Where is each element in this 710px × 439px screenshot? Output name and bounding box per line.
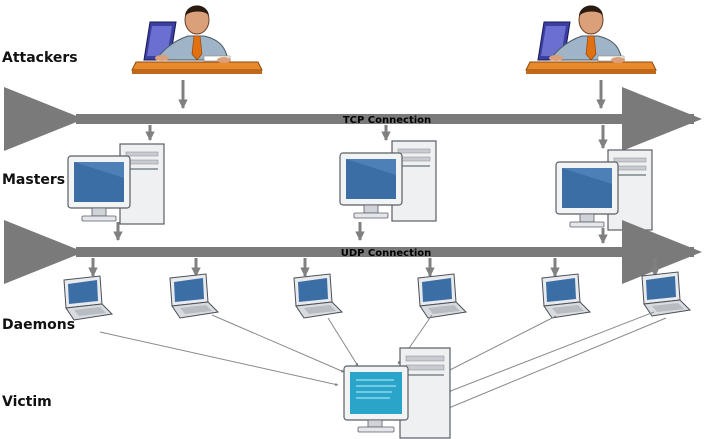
daemon-to-victim-link	[443, 317, 667, 411]
tcp-connection-bus: TCP Connection	[4, 87, 702, 151]
daemon-laptop-icon	[417, 273, 467, 319]
daemon-laptop-icon	[293, 273, 343, 319]
daemon-laptop-icon	[169, 273, 219, 319]
master-computer-icon	[555, 149, 653, 231]
daemon-to-victim-link	[99, 331, 339, 386]
udp-connection-bus: UDP Connection	[4, 220, 702, 284]
attacker-icon	[525, 5, 657, 75]
master-computer-icon	[339, 140, 437, 222]
row-label-masters: Masters	[2, 172, 66, 188]
daemon-laptop-icon	[541, 273, 591, 319]
tcp-connection-label: TCP Connection	[343, 115, 431, 126]
daemon-to-victim-link	[211, 314, 345, 373]
daemon-laptop-icon	[63, 275, 113, 321]
daemon-to-victim-link	[327, 317, 359, 367]
attacker-icon	[131, 5, 263, 75]
row-label-attackers: Attackers	[2, 50, 78, 66]
row-label-victim: Victim	[2, 394, 52, 410]
daemon-laptop-icon	[641, 271, 691, 317]
udp-connection-label: UDP Connection	[341, 248, 432, 259]
row-label-daemons: Daemons	[2, 317, 76, 333]
victim-computer-icon	[343, 347, 451, 439]
master-computer-icon	[67, 143, 165, 225]
daemon-to-victim-link	[445, 315, 557, 373]
daemon-to-victim-link	[447, 311, 655, 393]
